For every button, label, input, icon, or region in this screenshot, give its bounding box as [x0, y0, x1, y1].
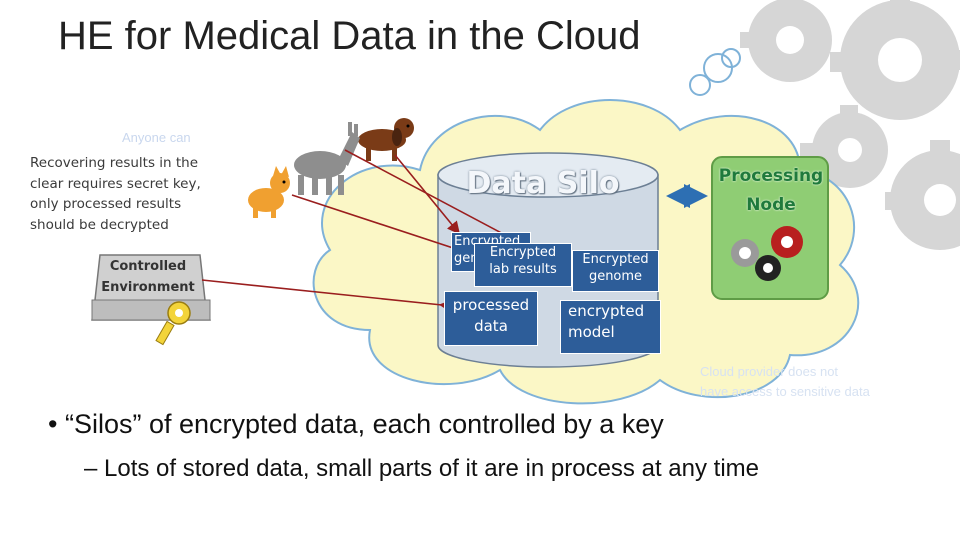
processed-data-box: processed data	[444, 291, 538, 346]
gear-icon	[731, 226, 803, 281]
processing-node-line1: Processing	[718, 166, 824, 186]
controlled-environment-line2: Environment	[101, 280, 195, 295]
processing-node-title: Processing Node	[712, 162, 830, 220]
donkey-icon	[294, 122, 360, 195]
processed-line1: processed	[452, 296, 530, 314]
encrypted-model-box: encrypted model	[560, 300, 661, 354]
cat-icon	[248, 166, 290, 218]
encrypted-lab-line2: lab results	[489, 262, 557, 277]
page-title: HE for Medical Data in the Cloud	[58, 14, 641, 58]
encrypted-genome-box-2: Encrypted genome	[572, 250, 659, 292]
bullet-sub: – Lots of stored data, small parts of it…	[84, 455, 759, 482]
cloud-note-line2: have access to sensitive data	[700, 384, 870, 399]
bullet-main: • “Silos” of encrypted data, each contro…	[48, 409, 664, 439]
data-silo-title: Data Silo	[466, 166, 620, 201]
key-icon	[155, 301, 191, 346]
background-gears-icon	[740, 0, 960, 250]
encrypted-genome-line2: gen	[454, 251, 479, 266]
cloud-note-line1: Cloud provider does not	[700, 364, 839, 379]
model-line2: model	[568, 323, 615, 341]
controlled-environment-line1: Controlled	[109, 259, 187, 274]
encrypted-lab-results-box: Encrypted lab results	[474, 243, 572, 287]
processing-node-line2: Node	[746, 195, 796, 215]
faded-note: Anyone can	[122, 130, 191, 145]
encrypted-genome-2-line1: Encrypted	[582, 252, 649, 267]
cloud-provider-note: Cloud provider does not have access to s…	[700, 362, 886, 402]
dog-icon	[358, 118, 414, 161]
encrypted-lab-line1: Encrypted	[489, 245, 557, 260]
processed-line2: data	[474, 317, 508, 335]
controlled-environment-label: Controlled Environment	[93, 256, 203, 298]
decryption-note: Recovering results in the clear requires…	[30, 155, 201, 233]
encrypted-genome-2-line2: genome	[588, 269, 643, 284]
model-line1: encrypted	[568, 302, 645, 320]
